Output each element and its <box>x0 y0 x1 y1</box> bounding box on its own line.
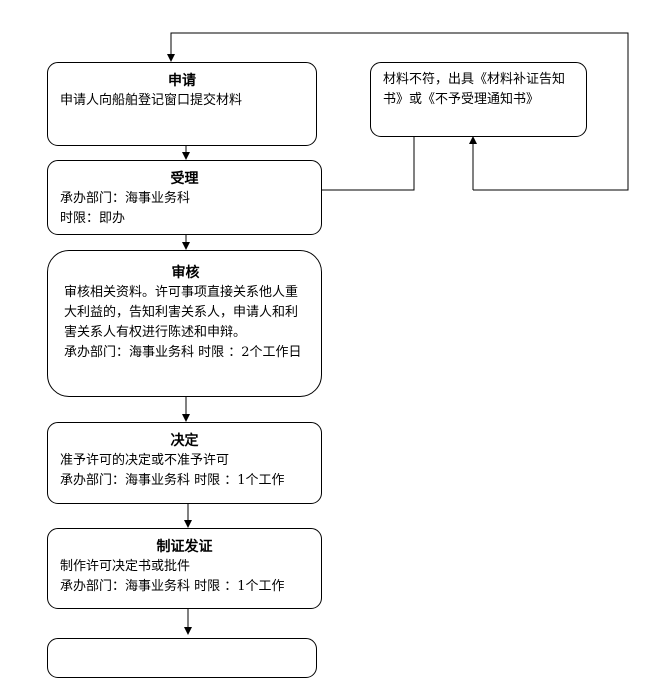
step-apply-text: 申请人向船舶登记窗口提交材料 <box>60 93 243 108</box>
step-apply-box: 申请 申请人向船舶登记窗口提交材料 <box>47 62 317 146</box>
step-accept-department: 承办部门：海事业务科 <box>60 191 191 206</box>
step-review-title: 审核 <box>171 265 200 281</box>
step-accept-box: 受理 承办部门：海事业务科 时限：即办 <box>47 160 322 235</box>
step-next-box <box>47 638 317 678</box>
step-review-description: 审核相关资料。许可事项直接关系他人重大利益的，告知利害关系人，申请人和利害关系人… <box>64 285 299 340</box>
step-accept-time-limit: 时限：即办 <box>60 211 126 226</box>
step-review-box: 审核 审核相关资料。许可事项直接关系他人重大利益的，告知利害关系人，申请人和利害… <box>47 250 322 397</box>
step-issue-box: 制证发证 制作许可决定书或批件 承办部门：海事业务科 时限 ：1个工作 <box>47 528 322 609</box>
step-decide-text: 准予许可的决定或不准予许可 <box>60 453 230 468</box>
step-issue-text: 制作许可决定书或批件 <box>60 559 191 574</box>
step-issue-title: 制证发证 <box>156 539 213 555</box>
step-review-department: 承办部门：海事业务科 时限 ：2个工作日 <box>64 345 302 360</box>
step-issue-department: 承办部门：海事业务科 时限 ：1个工作 <box>60 579 285 594</box>
step-apply-title: 申请 <box>168 73 196 89</box>
step-decide-title: 决定 <box>170 433 199 449</box>
step-decide-box: 决定 准予许可的决定或不准予许可 承办部门：海事业务科 时限 ：1个工作 <box>47 422 322 504</box>
step-accept-title: 受理 <box>170 171 199 187</box>
step-decide-department: 承办部门：海事业务科 时限 ：1个工作 <box>60 473 285 488</box>
loop-back-connector <box>167 32 629 191</box>
reject-connector <box>322 137 415 191</box>
side-note-box: 材料不符，出具《材料补证告知书》或《不予受理通知书》 <box>370 62 587 137</box>
flow-connectors <box>167 32 629 635</box>
side-note-text: 材料不符，出具《材料补证告知书》或《不予受理通知书》 <box>383 72 566 107</box>
